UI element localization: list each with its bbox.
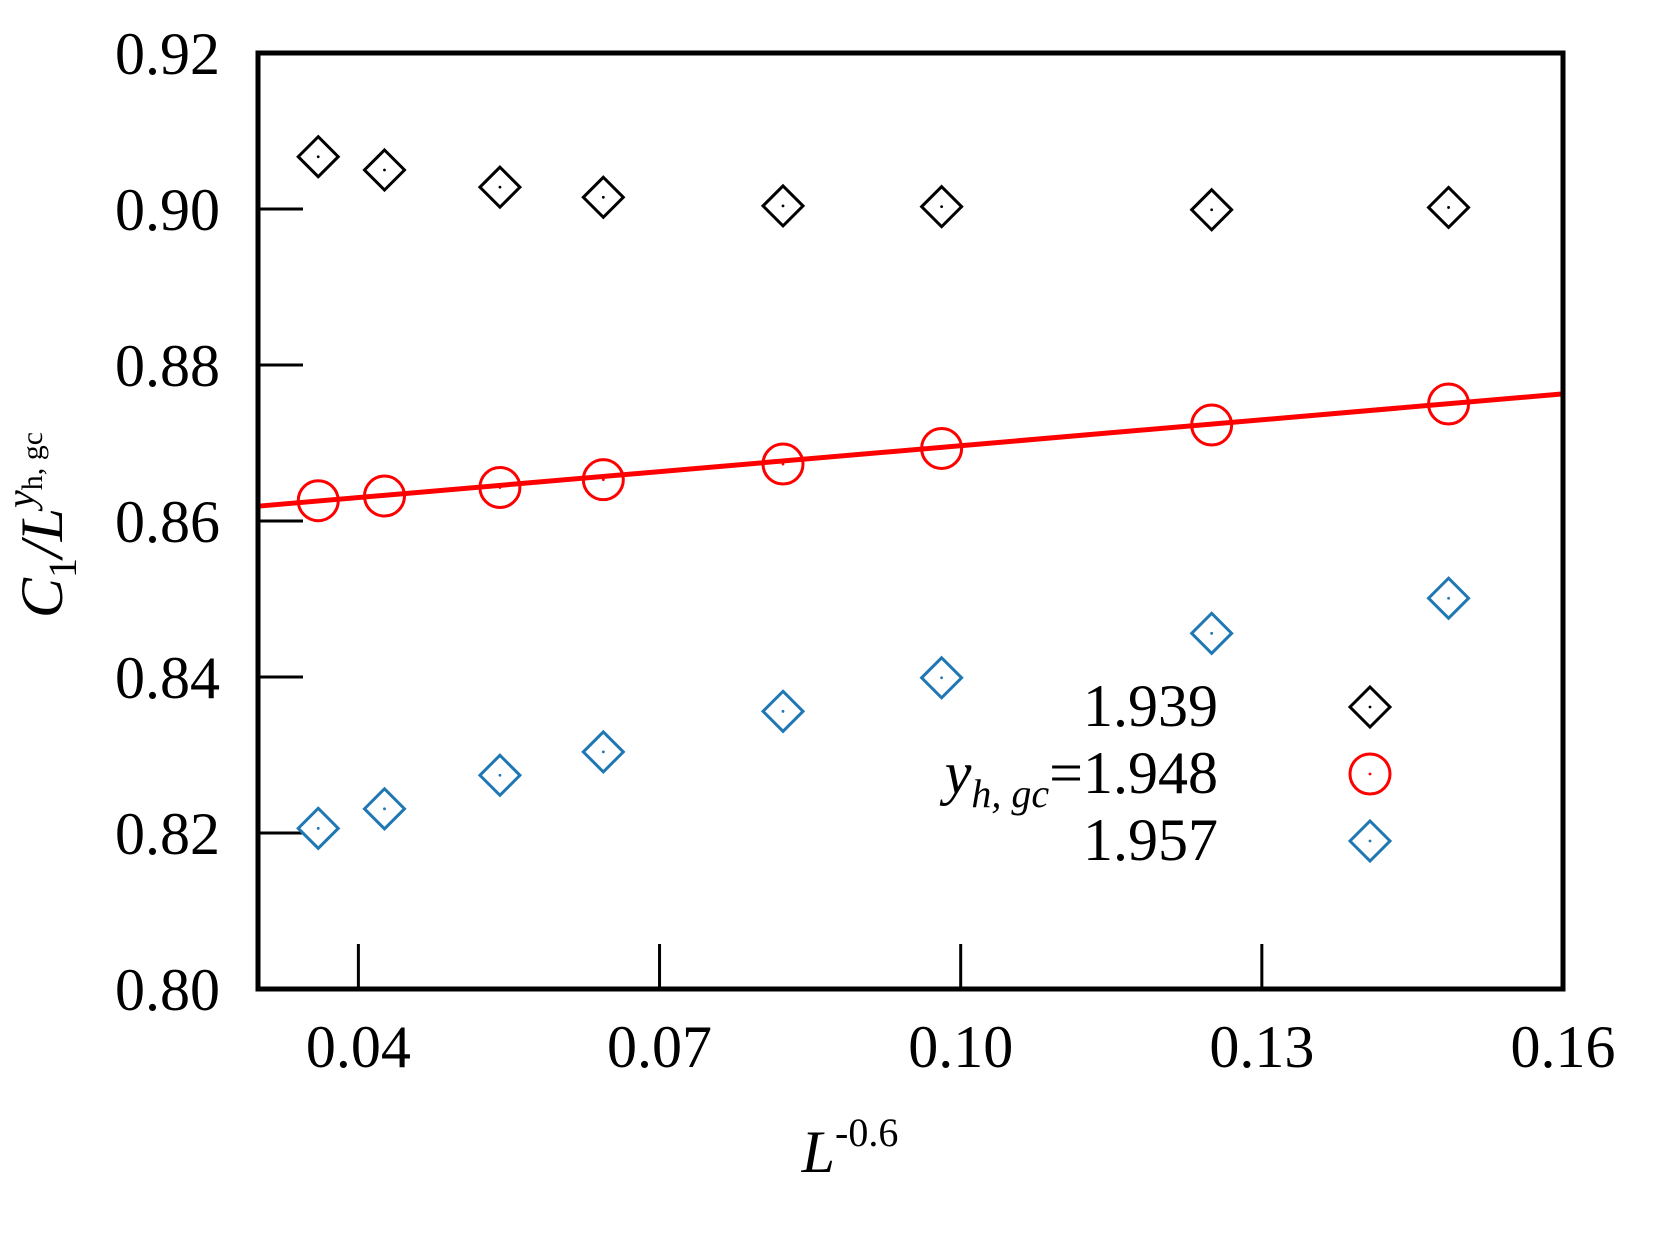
legend: 1.939 yh, gc=1.948 1.957	[939, 673, 1393, 873]
data-point	[1189, 611, 1234, 656]
legend-marker-1	[1347, 684, 1393, 730]
data-point	[581, 458, 625, 502]
y-axis-label-C: C	[9, 577, 75, 618]
legend-label-1: 1.939	[1083, 673, 1218, 739]
legend-value-2: 1.948	[1083, 740, 1218, 806]
y-axis-label-exp-sub: h, gc	[16, 432, 49, 490]
data-point	[581, 175, 626, 220]
y-tick-label: 0.90	[115, 177, 220, 243]
y-tick-label: 0.82	[115, 801, 220, 867]
legend-markers	[1347, 684, 1393, 864]
data-point	[761, 442, 805, 486]
data-point	[1190, 403, 1234, 447]
data-point	[296, 479, 340, 523]
data-point	[296, 806, 341, 851]
data-point	[920, 426, 964, 470]
y-tick-label: 0.92	[115, 21, 220, 87]
legend-prefix-eq: =	[1049, 740, 1083, 806]
legend-prefix-sub: h, gc	[971, 771, 1049, 816]
data-point	[478, 465, 522, 509]
data-points	[296, 134, 1471, 851]
y-axis-label-exp-y: y	[0, 490, 43, 512]
y-tick-label: 0.84	[115, 645, 220, 711]
y-axis-label: C1/Lyh, gc	[0, 432, 85, 618]
x-tick-label: 0.16	[1511, 1014, 1616, 1080]
data-point	[362, 786, 407, 831]
data-point	[362, 147, 407, 193]
y-axis-label-L: /L	[9, 508, 75, 561]
x-tick-label: 0.04	[306, 1014, 411, 1080]
data-point	[760, 183, 806, 229]
data-point	[919, 655, 964, 700]
ticks	[258, 51, 1565, 991]
x-tick-label: 0.13	[1209, 1014, 1314, 1080]
legend-marker-2	[1348, 752, 1392, 796]
legend-label-3: 1.957	[1083, 807, 1218, 873]
fit-line	[257, 391, 1564, 509]
y-tick-label: 0.86	[115, 489, 220, 555]
data-point	[362, 474, 406, 518]
data-point	[477, 753, 523, 798]
x-tick-label: 0.10	[908, 1014, 1013, 1080]
data-point	[1426, 185, 1471, 230]
legend-label-2: yh, gc=1.948	[939, 740, 1218, 816]
data-point	[296, 134, 341, 179]
data-point	[477, 165, 523, 210]
x-tick-label: 0.07	[607, 1014, 712, 1080]
data-point	[919, 184, 964, 229]
x-axis-label-base: L	[801, 1119, 835, 1185]
series-2	[296, 382, 1471, 523]
data-point	[760, 689, 806, 734]
data-point	[1426, 576, 1471, 621]
series-1	[296, 134, 1471, 232]
data-point	[1427, 382, 1471, 426]
fit-line-layer	[257, 391, 1564, 509]
legend-marker-3	[1347, 818, 1393, 864]
x-axis-label-exponent: -0.6	[835, 1110, 898, 1155]
data-point	[1189, 187, 1234, 232]
legend-prefix-y: y	[939, 740, 972, 806]
y-tick-label: 0.88	[115, 333, 220, 399]
series-3	[296, 576, 1471, 851]
data-point	[581, 729, 626, 775]
y-axis-label-subscript: 1	[40, 558, 85, 578]
y-tick-label: 0.80	[115, 957, 220, 1023]
plot-frame	[255, 50, 1566, 992]
tick-labels: 0.04 0.07 0.10 0.13 0.16 0.80 0.82 0.84 0.86 0.88…	[115, 21, 1616, 1080]
x-axis-label: L-0.6	[801, 1110, 899, 1185]
